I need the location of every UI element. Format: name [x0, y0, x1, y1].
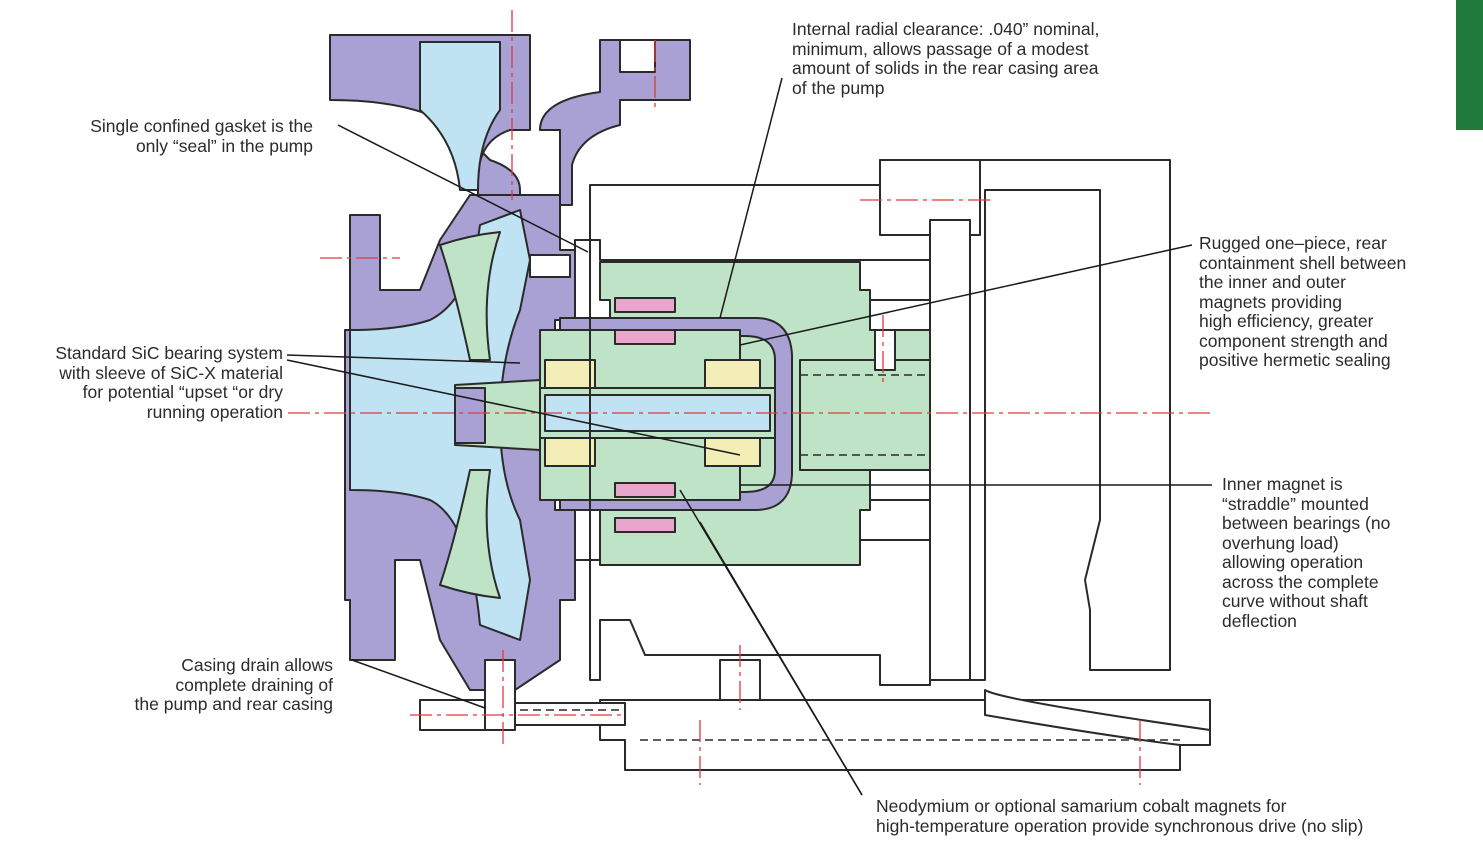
inner-magnet-callout: Inner magnet is “straddle” mounted betwe…	[1222, 474, 1391, 631]
gasket-bolt	[529, 254, 571, 278]
motor-bolt	[874, 329, 896, 371]
impeller-nut	[454, 387, 486, 444]
outer-magnet-top	[614, 297, 676, 313]
drain-stud	[514, 702, 626, 726]
section-tab	[1456, 0, 1483, 130]
motor-face	[929, 219, 971, 681]
outer-magnet-bottom	[614, 517, 676, 533]
impeller-vane-upper	[439, 231, 501, 361]
impeller-vane-lower	[439, 469, 501, 599]
bearing-rear-lower	[704, 437, 761, 467]
inner-magnet-bottom	[614, 482, 676, 498]
bearing-front-upper	[544, 359, 596, 389]
bearing-rear-upper	[704, 359, 761, 389]
foot	[984, 689, 1211, 746]
motor-adapter	[589, 159, 1171, 686]
motor-shaft-area	[799, 359, 931, 471]
centerlines	[288, 10, 1215, 785]
inner-magnet-top	[614, 329, 676, 345]
magnets-callout: Neodymium or optional samarium cobalt ma…	[876, 796, 1364, 836]
drain-plug	[484, 659, 516, 731]
containment-shell-callout: Rugged one–piece, rear containment shell…	[1199, 233, 1407, 370]
clearance-callout: Internal radial clearance: .040” nominal…	[792, 19, 1100, 98]
bearing-callout: Standard SiC bearing system with sleeve …	[55, 343, 283, 422]
leader-lines	[286, 77, 1212, 796]
discharge-passage	[419, 41, 501, 191]
bearing-front-lower	[544, 437, 596, 467]
gasket-callout: Single confined gasket is the only “seal…	[90, 116, 313, 156]
drain-callout: Casing drain allows complete draining of…	[134, 655, 333, 714]
flange-bolt-hole	[619, 39, 656, 73]
